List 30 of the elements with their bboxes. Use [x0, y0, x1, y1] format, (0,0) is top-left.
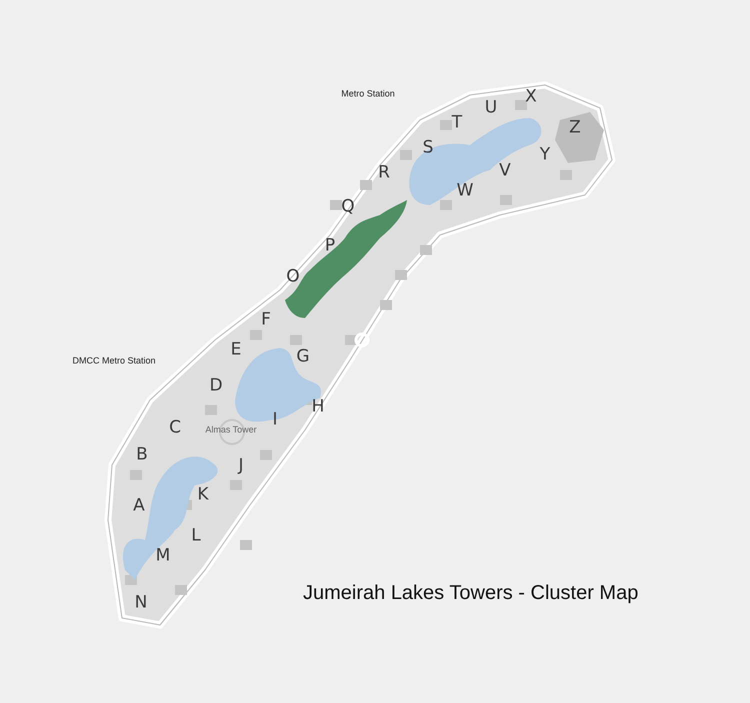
cluster-label: D: [209, 378, 223, 394]
cluster-label: P: [324, 238, 336, 254]
cluster-label: I: [272, 412, 278, 428]
cluster-label: J: [238, 458, 244, 474]
cluster-label: K: [197, 486, 209, 504]
cluster-label: M: [156, 548, 170, 564]
cluster-label: O: [286, 268, 300, 286]
cluster-label: B: [136, 446, 148, 464]
cluster-label: X: [525, 88, 537, 106]
cluster-label: E: [230, 342, 242, 358]
cluster-label: Z: [569, 120, 581, 136]
cluster-label: Q: [341, 198, 355, 216]
cluster-label: Y: [540, 146, 550, 164]
cluster-label: H: [312, 398, 324, 416]
cluster-label: G: [296, 348, 310, 366]
map-caption: Jumeirah Lakes Towers - Cluster Map: [303, 582, 638, 605]
cluster-label: R: [378, 164, 390, 182]
cluster-label: S: [422, 140, 434, 156]
cluster-label: N: [134, 594, 148, 612]
station-label: Metro Station: [341, 90, 395, 98]
cluster-label: U: [484, 100, 498, 116]
cluster-label: C: [169, 420, 181, 436]
station-label: DMCC Metro Station: [72, 356, 156, 366]
cluster-label: W: [456, 182, 474, 200]
cluster-label: A: [133, 498, 145, 514]
cluster-label: L: [191, 528, 201, 544]
landmark-label: Almas Tower: [205, 426, 257, 434]
cluster-label: T: [452, 114, 462, 132]
cluster-label: F: [261, 312, 271, 328]
cluster-label: V: [499, 162, 511, 180]
